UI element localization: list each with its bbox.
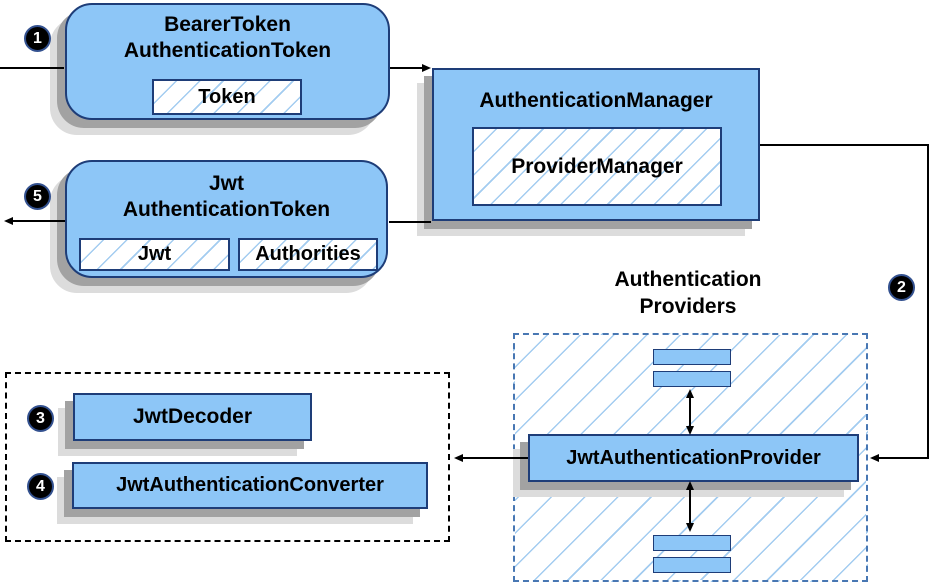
bearer-token-title-line2: AuthenticationToken — [123, 39, 332, 62]
jwt-chip: Jwt — [79, 238, 230, 271]
provider-slot-bar — [653, 535, 731, 551]
step-badge-3-number: 3 — [36, 409, 45, 427]
jwt-authentication-provider-label: JwtAuthenticationProvider — [566, 446, 821, 469]
step-badge-3: 3 — [27, 405, 54, 432]
provider-manager-chip-label: ProviderManager — [511, 154, 683, 178]
jwt-authentication-token-title: Jwt AuthenticationToken — [67, 171, 386, 223]
jwt-chip-label: Jwt — [137, 243, 172, 265]
step-badge-4-number: 4 — [36, 477, 45, 495]
step-badge-5-number: 5 — [33, 187, 42, 205]
jwt-authentication-converter-label: JwtAuthenticationConverter — [116, 474, 384, 496]
authorities-chip: Authorities — [238, 238, 378, 271]
jwt-authentication-converter-node: JwtAuthenticationConverter — [72, 462, 428, 509]
step-badge-2: 2 — [888, 274, 915, 301]
step-badge-4: 4 — [27, 473, 54, 500]
jwt-authentication-token-title-line1: Jwt — [208, 172, 244, 195]
token-chip: Token — [152, 79, 302, 115]
jwt-decoder-label: JwtDecoder — [132, 405, 253, 428]
authentication-providers-label-line2: Providers — [639, 295, 737, 318]
provider-manager-chip: ProviderManager — [472, 127, 722, 206]
provider-slot-bar — [653, 349, 731, 365]
authentication-providers-label-line1: Authentication — [614, 268, 762, 291]
jwt-authentication-token-node: Jwt AuthenticationToken Jwt Authorities — [65, 160, 388, 278]
bearer-token-node-title: BearerToken AuthenticationToken — [67, 12, 388, 64]
token-chip-label: Token — [198, 85, 256, 108]
bearer-token-authentication-token-node: BearerToken AuthenticationToken Token — [65, 3, 390, 120]
jwt-authentication-provider-node: JwtAuthenticationProvider — [528, 434, 859, 482]
jwt-decoder-node: JwtDecoder — [73, 393, 312, 441]
provider-slot-bar — [653, 557, 731, 573]
jwt-authentication-token-title-line2: AuthenticationToken — [122, 198, 331, 221]
authentication-providers-label: Authentication Providers — [553, 266, 823, 320]
authorities-chip-label: Authorities — [255, 243, 361, 265]
authentication-manager-node: AuthenticationManager ProviderManager — [432, 68, 760, 221]
provider-slot-bar — [653, 371, 731, 387]
step-badge-1-number: 1 — [33, 29, 42, 47]
bearer-token-title-line1: BearerToken — [164, 13, 291, 36]
step-badge-1: 1 — [24, 25, 51, 52]
step-badge-5: 5 — [24, 183, 51, 210]
authentication-manager-title: AuthenticationManager — [479, 89, 713, 112]
step-badge-2-number: 2 — [897, 278, 906, 296]
